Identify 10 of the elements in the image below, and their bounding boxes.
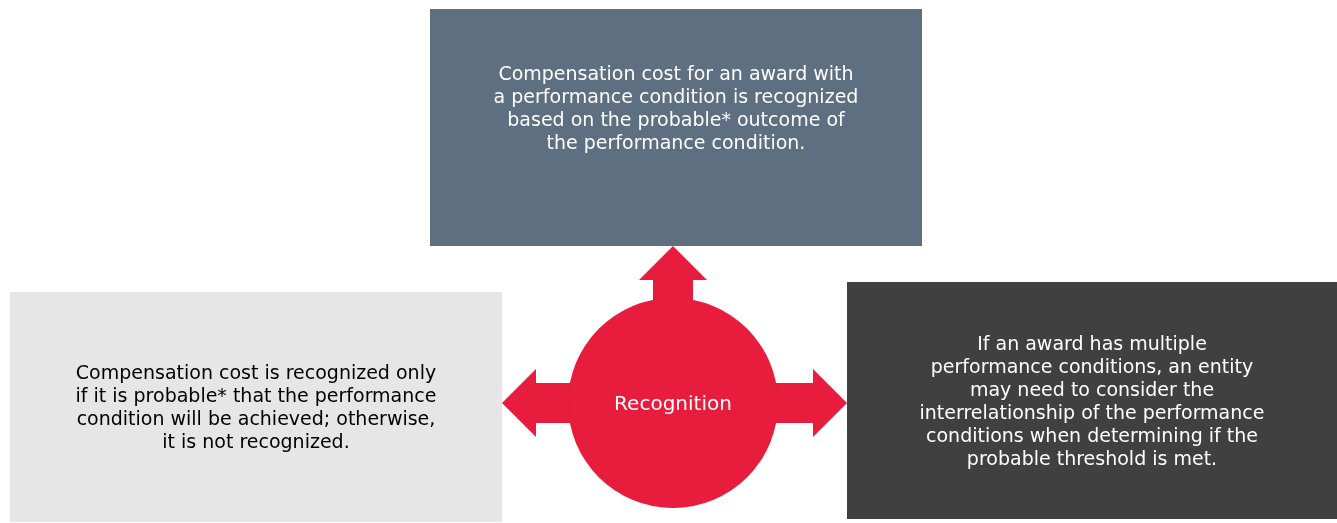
info-box: [10, 292, 502, 522]
block-arrow: [776, 369, 847, 437]
node-text: Compensation cost is recognized only if it is probable* that the performance condition will be achieved; otherwise, it is not recognized.: [74, 361, 438, 453]
node-text: Recognition: [614, 391, 732, 415]
info-box: [430, 9, 922, 246]
block-arrow: [502, 369, 570, 437]
node-text: If an award has multiple performance conditions, an entity may need to consider the interrelationship of the performance conditions when determining if the probable threshold is met.: [918, 331, 1266, 470]
block-arrow: [639, 246, 707, 300]
node-text: Compensation cost for an award with a performance condition is recognized based on the probable* outcome of the performance condition.: [492, 61, 860, 154]
info-box: [847, 282, 1337, 519]
